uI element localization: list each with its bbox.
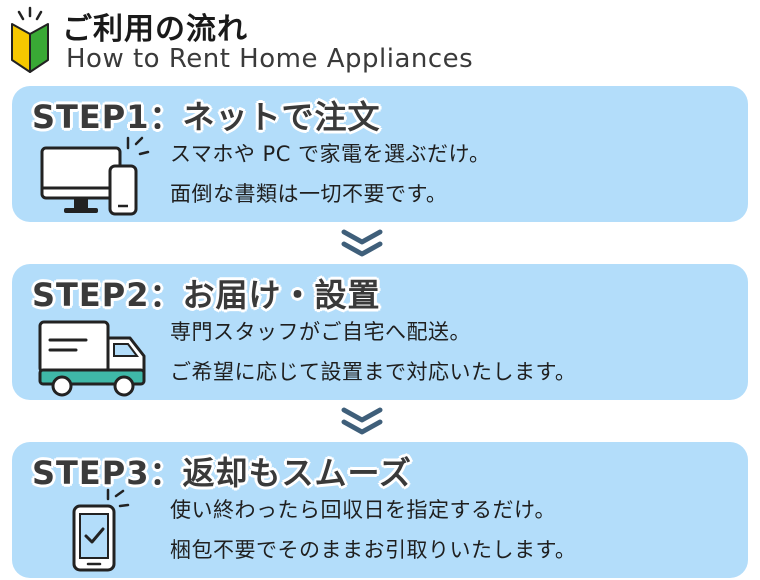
- page-subtitle: How to Rent Home Appliances: [66, 44, 474, 74]
- chevron-down-icon: [341, 407, 383, 435]
- step-1-panel: STEP1：ネットで注文 スマホや PC で家電を選ぶだけ。 面倒な書類は一切不…: [12, 86, 748, 222]
- smartphone-check-icon: [72, 488, 130, 572]
- step-2-line-2: ご希望に応じて設置まで対応いたします。: [170, 360, 577, 384]
- beginner-mark-icon: [11, 6, 49, 73]
- step-3-line-2: 梱包不要でそのままお引取りいたします。: [170, 538, 577, 562]
- chevron-down-icon: [341, 229, 383, 257]
- step-2-line-1: 専門スタッフがご自宅へ配送。: [170, 320, 471, 344]
- step-2-heading: STEP2：お届け・設置: [32, 276, 381, 314]
- page-title: ご利用の流れ: [62, 12, 248, 47]
- step-3-line-1: 使い終わったら回収日を指定するだけ。: [170, 498, 556, 522]
- step-1-line-1: スマホや PC で家電を選ぶだけ。: [170, 142, 491, 166]
- computer-and-phone-icon: [40, 136, 150, 216]
- step-1-heading: STEP1：ネットで注文: [32, 98, 381, 136]
- delivery-truck-icon: [38, 320, 146, 397]
- page-header: ご利用の流れ How to Rent Home Appliances: [0, 0, 760, 82]
- step-3-panel: STEP3：返却もスムーズ 使い終わったら回収日を指定するだけ。 梱包不要でその…: [12, 442, 748, 578]
- step-3-heading: STEP3：返却もスムーズ: [32, 454, 412, 492]
- step-2-panel: STEP2：お届け・設置 専門スタッフがご自宅へ配送。 ご希望に応じて設置まで対…: [12, 264, 748, 400]
- step-1-line-2: 面倒な書類は一切不要です。: [170, 182, 448, 206]
